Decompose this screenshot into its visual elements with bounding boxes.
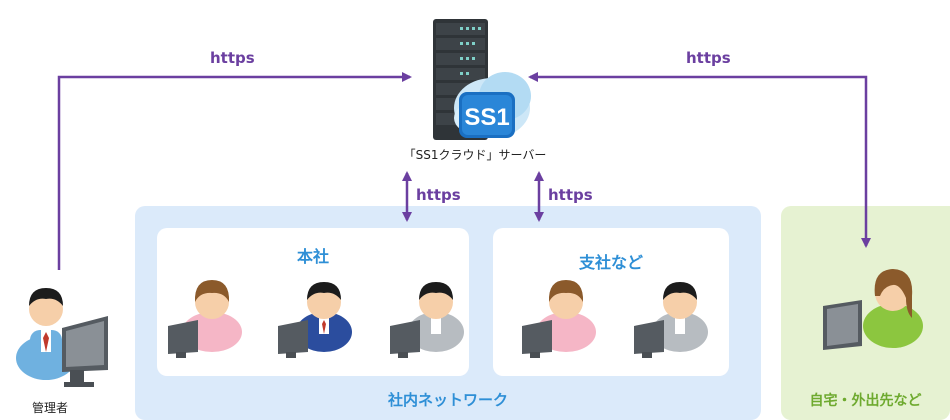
server-caption: 「SS1クラウド」サーバー bbox=[403, 148, 547, 162]
arrow-admin-to-server bbox=[57, 72, 412, 270]
person-man-suit-icon bbox=[278, 282, 352, 358]
https-label-left: https bbox=[210, 49, 255, 67]
branch-person-man-icon bbox=[634, 282, 708, 358]
admin-label: 管理者 bbox=[31, 401, 68, 415]
arrow-server-to-remote bbox=[528, 72, 871, 248]
person-man-gray-icon bbox=[390, 282, 464, 358]
branch-office-title: 支社など bbox=[578, 253, 643, 272]
https-label-branch-office: https bbox=[548, 186, 593, 204]
admin-monitor-icon bbox=[62, 316, 108, 387]
person-woman-icon bbox=[168, 280, 242, 358]
remote-person-icon bbox=[823, 269, 923, 350]
branch-person-woman-icon bbox=[522, 280, 596, 358]
head-office-title: 本社 bbox=[296, 247, 329, 266]
admin-person-icon bbox=[16, 288, 76, 380]
ss1-logo-icon bbox=[459, 92, 515, 138]
ss1-logo-text: SS1 bbox=[464, 104, 509, 131]
remote-label: 自宅・外出先など bbox=[809, 393, 922, 409]
https-label-right: https bbox=[686, 49, 731, 67]
https-label-head-office: https bbox=[416, 186, 461, 204]
internal-network-label: 社内ネットワーク bbox=[387, 391, 508, 409]
